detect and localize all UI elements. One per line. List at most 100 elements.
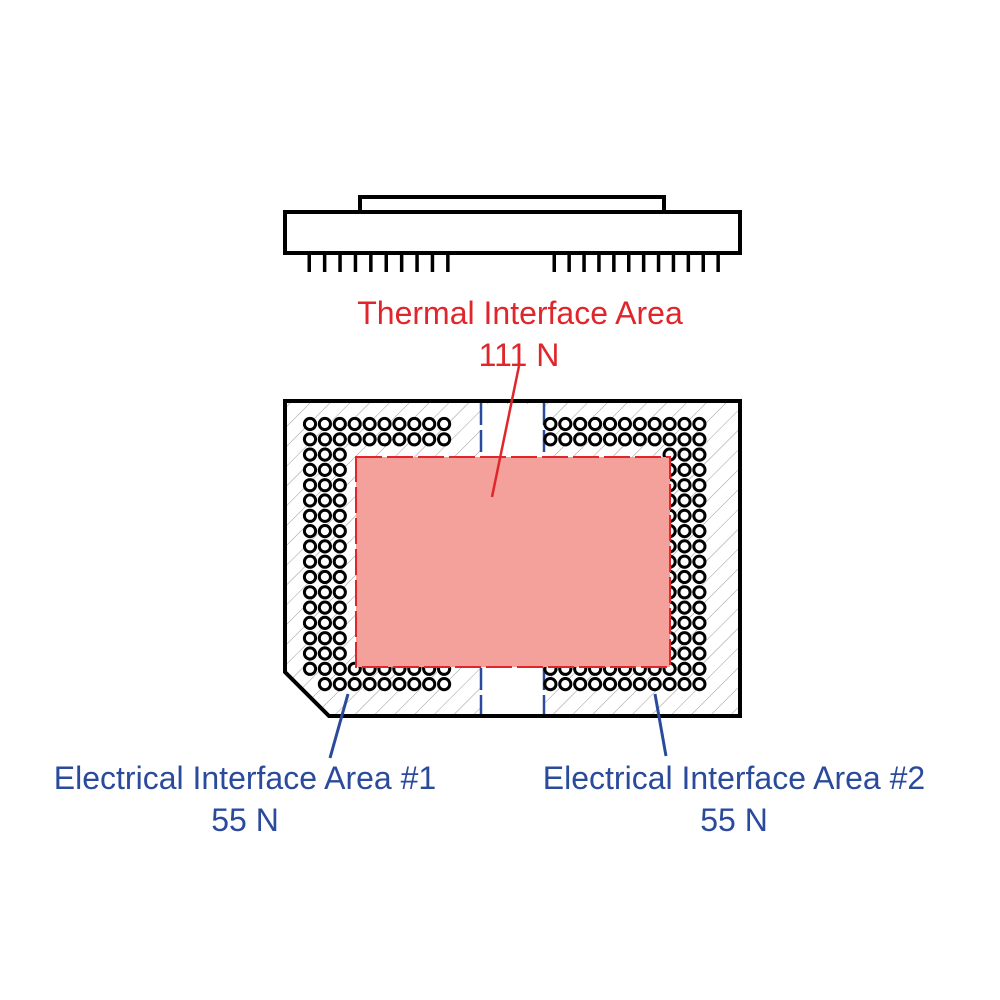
socket-pin-hole (692, 600, 707, 615)
socket-pin-hole (302, 585, 318, 600)
socket-pin-hole (377, 677, 392, 692)
socket-pin-hole (677, 478, 692, 493)
socket-pin-hole (588, 677, 603, 692)
socket-pin-hole (407, 677, 422, 692)
socket-pin-hole (302, 416, 318, 432)
package-pin (627, 255, 631, 272)
socket-pin-hole (302, 508, 318, 523)
socket-pin-hole (692, 569, 707, 585)
socket-pin-hole (692, 631, 707, 646)
socket-pin-hole (692, 615, 707, 631)
socket-pin-hole (692, 677, 707, 692)
socket-pin-hole (302, 447, 318, 462)
socket-pin-hole (662, 416, 677, 432)
socket-pin-hole (437, 432, 452, 447)
socket-pin-hole (692, 524, 707, 539)
socket-pin-hole (317, 677, 332, 692)
package-pin (612, 255, 616, 272)
socket-pin-hole (422, 677, 437, 692)
socket-pin-hole (407, 416, 422, 432)
package-pin (597, 255, 601, 272)
socket-pin-hole (543, 416, 558, 432)
socket-pin-hole (317, 539, 332, 554)
socket-pin-hole (662, 677, 677, 692)
socket-pin-hole (692, 447, 707, 462)
package-substrate (283, 210, 742, 255)
socket-pin-hole (302, 661, 318, 676)
thermal-leader-line (490, 365, 521, 498)
socket-pin-hole (317, 462, 332, 477)
socket-pin-hole (317, 493, 332, 508)
socket-pin-hole (437, 416, 452, 432)
socket-pin-hole (362, 677, 377, 692)
socket-pin-hole (392, 416, 407, 432)
socket-pin-hole (302, 478, 318, 493)
socket-pin-hole (332, 554, 347, 569)
socket-pin-hole (302, 432, 318, 447)
package-pin (701, 255, 705, 272)
socket-pin-hole (692, 416, 707, 432)
socket-pin-hole (317, 432, 332, 447)
socket-pin-hole (347, 677, 362, 692)
socket-pin-hole (392, 677, 407, 692)
socket-pin-hole (332, 462, 347, 477)
package-pin (353, 255, 358, 272)
socket-pin-hole (332, 539, 347, 554)
socket-pin-hole (332, 631, 347, 646)
package-pin (686, 255, 691, 272)
electrical-2-leader-line (653, 693, 668, 757)
socket-pin-hole (332, 615, 347, 631)
socket-pin-hole (573, 677, 588, 692)
socket-pin-hole (332, 447, 347, 462)
socket-pin-hole (317, 416, 332, 432)
socket-pin-hole (317, 569, 332, 585)
socket-pin-hole (317, 585, 332, 600)
socket-pin-hole (302, 462, 318, 477)
socket-pin-hole (692, 462, 707, 477)
socket-pin-hole (588, 432, 603, 447)
socket-pin-hole (677, 508, 692, 523)
socket-pin-hole (332, 585, 347, 600)
socket-pin-hole (632, 432, 647, 447)
socket-pin-hole (332, 416, 347, 432)
socket-pin-hole (677, 677, 692, 692)
socket-pin-hole (317, 524, 332, 539)
socket-pin-hole (602, 416, 618, 432)
socket-pin-hole (677, 493, 692, 508)
package-pins (307, 255, 720, 272)
socket-pin-hole (692, 478, 707, 493)
package-pin (446, 255, 450, 272)
package-die-cap (358, 195, 666, 214)
socket-pin-hole (677, 432, 692, 447)
socket-pin-hole (302, 569, 318, 585)
package-pin (399, 255, 404, 272)
socket-pin-hole (317, 554, 332, 569)
pin-field-gap-bottom (481, 668, 544, 714)
socket-pin-hole (407, 432, 422, 447)
socket-pin-hole (692, 539, 707, 554)
socket-pin-hole (677, 554, 692, 569)
socket-pin-hole (647, 432, 662, 447)
package-pin (384, 255, 388, 272)
socket-pin-hole (617, 432, 633, 447)
socket-pin-hole (362, 416, 377, 432)
socket-pin-hole (347, 432, 362, 447)
socket-pin-hole (302, 493, 318, 508)
socket-pin-hole (392, 432, 407, 447)
socket-pin-hole (558, 677, 573, 692)
socket-pin-hole (677, 631, 692, 646)
package-pin (307, 255, 311, 272)
electrical-area-1-label: Electrical Interface Area #1 (54, 760, 436, 796)
socket-pin-hole (588, 416, 603, 432)
socket-pin-hole (558, 416, 573, 432)
socket-pin-hole (677, 539, 692, 554)
socket-pin-hole (422, 416, 437, 432)
package-side-view (283, 195, 742, 272)
socket-pin-hole (677, 524, 692, 539)
socket-pin-hole (692, 508, 707, 523)
socket-pin-hole (317, 600, 332, 615)
socket-pin-hole (317, 646, 332, 661)
socket-top-view (283, 399, 742, 718)
socket-pin-hole (347, 416, 362, 432)
